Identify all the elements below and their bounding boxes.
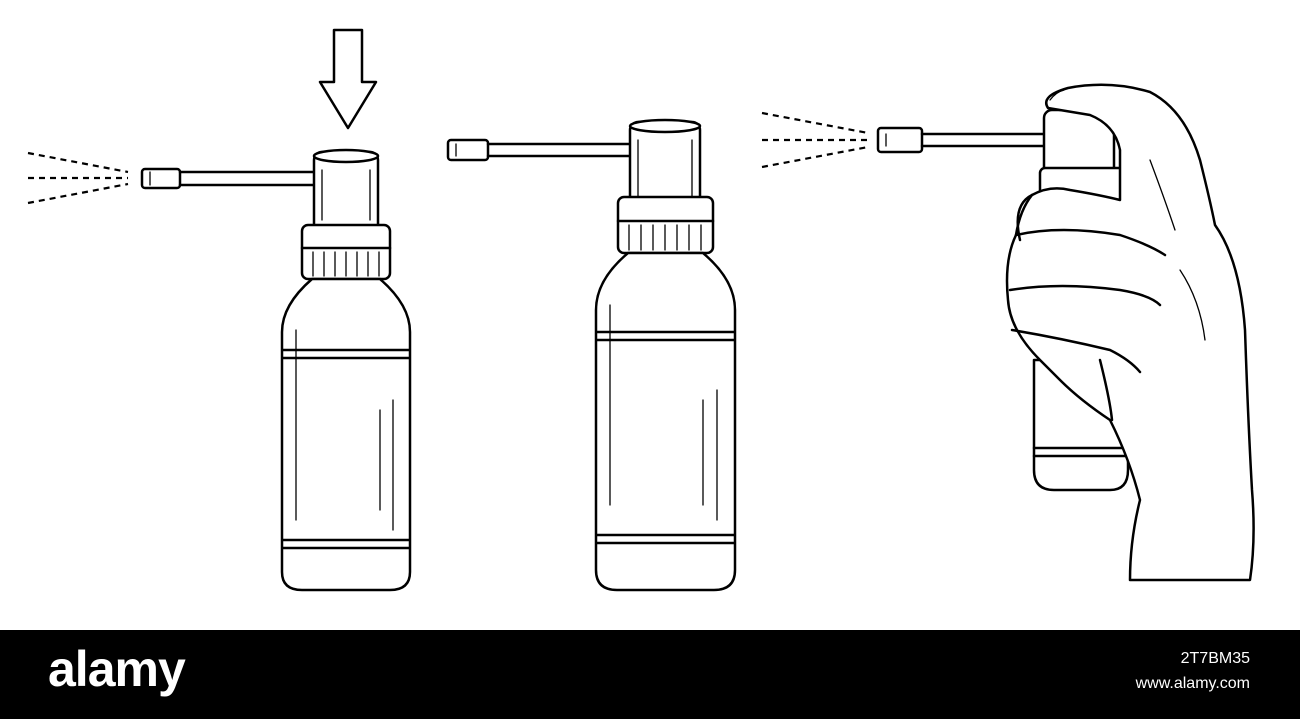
illustration: [27, 28, 1255, 592]
hand-icon: [1005, 83, 1255, 582]
press-arrow-icon: [318, 28, 378, 130]
spray-mist-icon: [27, 151, 129, 205]
stock-image-id: 2T7BM35: [1180, 650, 1250, 667]
panel-bottle-ready: [446, 118, 737, 592]
watermark-footer: alamy 2T7BM35 www.alamy.com: [0, 630, 1300, 719]
alamy-logo: alamy: [48, 641, 186, 697]
spray-steps-drawing: [27, 28, 1255, 592]
panel-press-pump: [27, 28, 412, 592]
panel-hand-spray: [761, 83, 1255, 582]
site-url: www.alamy.com: [1135, 675, 1250, 692]
spray-bottle-icon: [140, 148, 412, 592]
spray-bottle-icon: [446, 118, 737, 592]
spray-mist-icon: [761, 111, 869, 169]
